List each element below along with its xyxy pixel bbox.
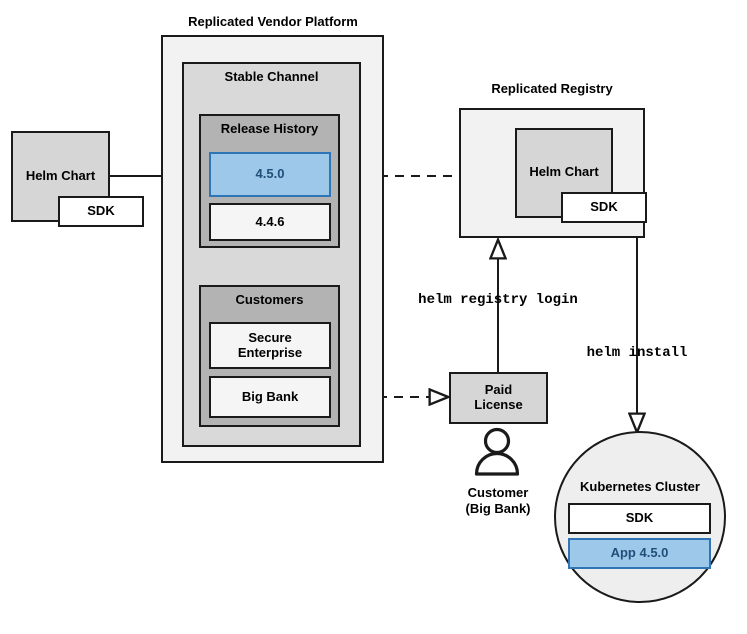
cluster-app-label: App 4.5.0 (610, 545, 669, 561)
kubernetes-cluster-title: Kubernetes Cluster (580, 479, 700, 494)
registry-helm-chart-label: Helm Chart (529, 164, 599, 179)
registry-sdk-label: SDK (590, 199, 618, 215)
cluster-sdk-label: SDK (625, 510, 654, 526)
release-4-4-6-box[interactable]: 4.4.6 (209, 203, 331, 241)
cluster-sdk-box[interactable]: SDK (568, 503, 711, 534)
release-history-label: Release History (220, 121, 319, 136)
customer-secure-enterprise-box[interactable]: Secure Enterprise (209, 322, 331, 369)
paid-license-label: Paid License (474, 382, 523, 412)
registry-sdk-box[interactable]: SDK (561, 192, 647, 223)
customer-big-bank-label: Big Bank (241, 388, 299, 404)
customer-big-bank-box[interactable]: Big Bank (209, 376, 331, 418)
helm-install-command: helm install (586, 345, 688, 361)
helm-registry-login-command: helm registry login (418, 292, 578, 308)
registry-title: Replicated Registry (491, 81, 613, 96)
release-4-5-0-box[interactable]: 4.5.0 (209, 152, 331, 197)
release-4-4-6-label: 4.4.6 (255, 213, 285, 229)
customer-secure-enterprise-label: Secure Enterprise (237, 329, 303, 360)
source-helm-chart-label: Helm Chart (25, 168, 96, 183)
source-sdk-box[interactable]: SDK (58, 196, 144, 227)
source-sdk-label: SDK (87, 203, 115, 219)
customers-label: Customers (235, 292, 304, 307)
person-icon (474, 427, 520, 476)
vendor-platform-title: Replicated Vendor Platform (188, 14, 358, 29)
release-4-5-0-label: 4.5.0 (255, 166, 285, 182)
paid-license-box[interactable]: Paid License (449, 372, 548, 424)
cluster-app-box[interactable]: App 4.5.0 (568, 538, 711, 569)
customer-actor-label: Customer (Big Bank) (465, 485, 531, 516)
stable-channel-label: Stable Channel (224, 69, 319, 84)
